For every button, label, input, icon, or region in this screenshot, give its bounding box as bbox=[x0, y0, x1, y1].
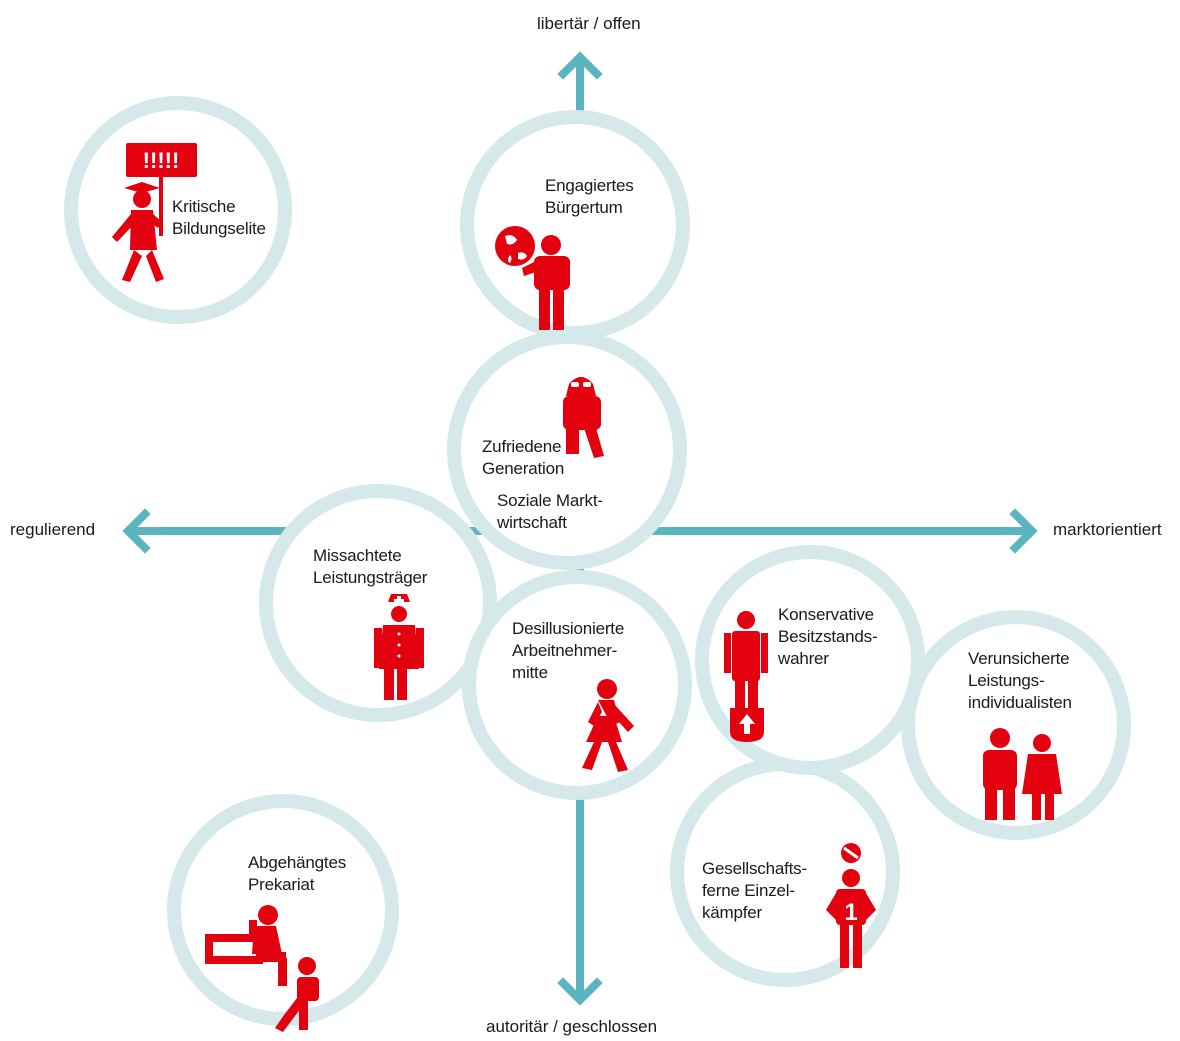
ring-engagiertes-buergertum bbox=[460, 110, 690, 340]
woman-with-glasses-icon bbox=[563, 377, 604, 458]
arrow-up-icon bbox=[557, 51, 603, 80]
segment-label-kritische-bildungselite: Kritische Bildungselite bbox=[172, 197, 266, 238]
ring-desillusionierte-arbeitnehmermitte bbox=[462, 570, 692, 800]
man-in-suit-with-shield-icon bbox=[724, 611, 768, 742]
protester-with-sign-icon: !!!!! bbox=[112, 143, 197, 282]
segment-label-verunsicherte-leistungsindividualisten: Verunsicherte Leistungs- individualisten bbox=[968, 649, 1072, 712]
couple-icon bbox=[983, 728, 1062, 820]
segment-label-engagiertes-buergertum: Engagiertes Bürgertum bbox=[545, 176, 634, 217]
segment-label-zufriedene-generation: Zufriedene Generation bbox=[482, 437, 565, 478]
axis-label-right: marktorientiert bbox=[1053, 520, 1162, 539]
ring-verunsicherte-leistungsindividualisten bbox=[901, 610, 1131, 840]
ring-abgehaengtes-prekariat bbox=[167, 794, 399, 1026]
ring-missachtete-leistungstraeger bbox=[259, 484, 497, 722]
arrow-left-icon bbox=[122, 508, 151, 554]
arrow-down-icon bbox=[557, 977, 603, 1006]
segment-label-konservative-besitzstandswahrer: Konservative Besitzstands- wahrer bbox=[778, 605, 878, 668]
ring-kritische-bildungselite bbox=[64, 96, 292, 324]
segment-label-soziale-marktwirtschaft: Soziale Markt- wirtschaft bbox=[497, 491, 603, 532]
arrow-right-icon bbox=[1009, 508, 1038, 554]
sitting-people-icon bbox=[205, 905, 319, 1032]
segment-label-gesellschaftsferne-einzelkaempfer: Gesellschafts- ferne Einzel- kämpfer bbox=[702, 859, 807, 922]
person-with-globe-icon bbox=[495, 226, 570, 330]
segment-label-abgehaengtes-prekariat: Abgehängtes Prekariat bbox=[248, 853, 346, 894]
nurse-icon bbox=[374, 594, 424, 700]
player-number-one-icon: 1 bbox=[826, 843, 876, 968]
segment-label-desillusionierte-arbeitnehmermitte: Desillusionierte Arbeitnehmer- mitte bbox=[512, 619, 625, 682]
axis-label-left: regulierend bbox=[10, 520, 96, 539]
axis-label-bottom: autoritär / geschlossen bbox=[486, 1017, 658, 1036]
svg-text:1: 1 bbox=[844, 899, 857, 926]
segment-label-missachtete-leistungstraeger: Missachtete Leistungsträger bbox=[313, 546, 428, 587]
axis-label-top: libertär / offen bbox=[537, 14, 641, 33]
rings bbox=[64, 96, 1131, 1026]
walking-woman-icon bbox=[582, 679, 634, 772]
svg-text:!!!!!: !!!!! bbox=[143, 148, 180, 173]
